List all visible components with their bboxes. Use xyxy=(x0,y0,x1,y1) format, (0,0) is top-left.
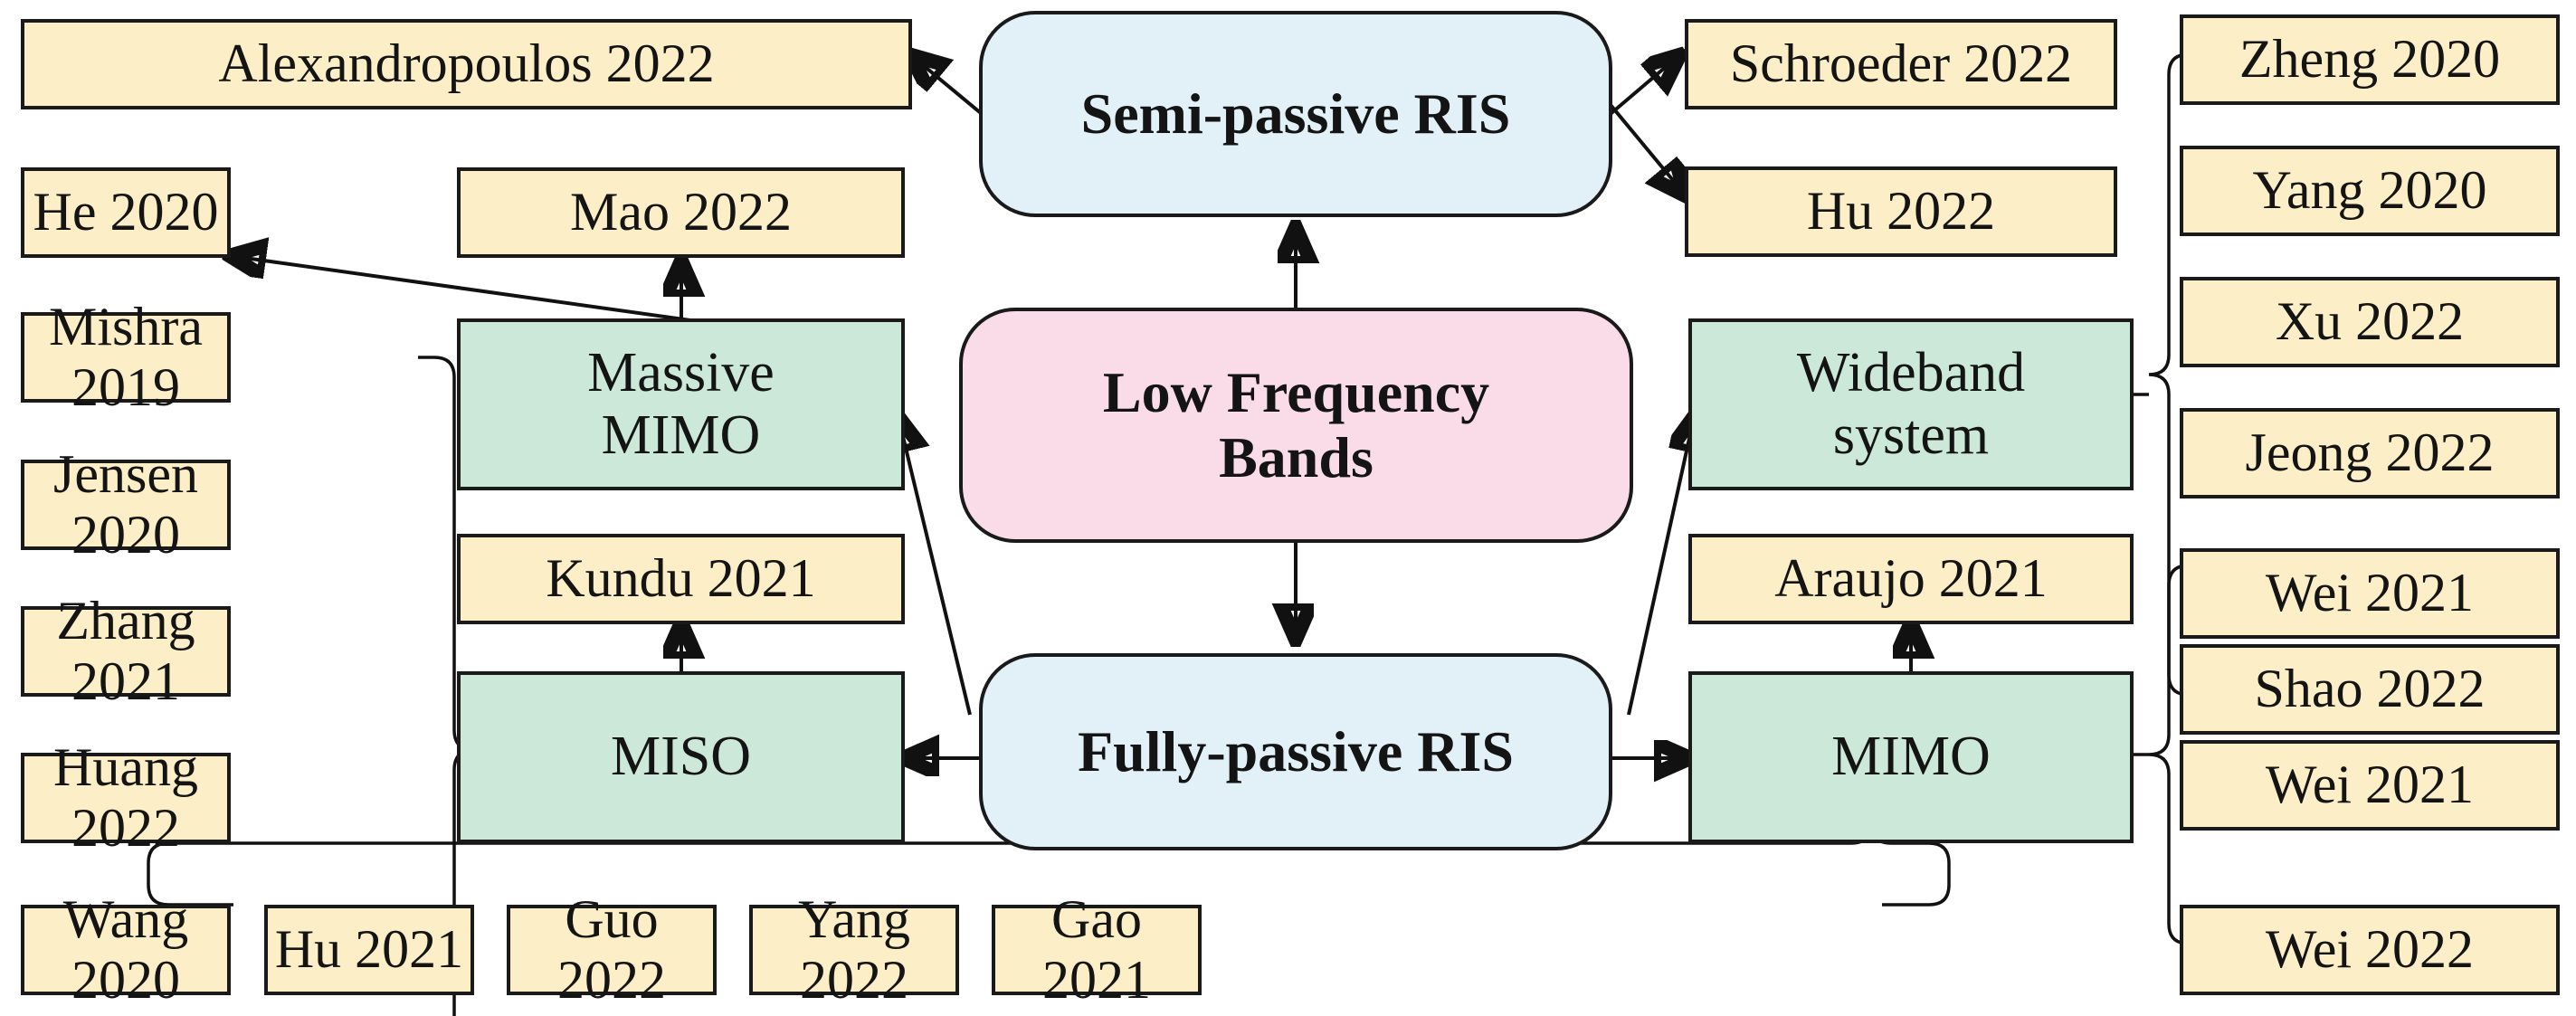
ref-label: Zhang 2021 xyxy=(56,590,195,711)
ref-wei-2021-a[interactable]: Wei 2021 xyxy=(2180,548,2560,639)
arrow-semipassive-to-schroeder xyxy=(1604,56,1678,119)
ref-schroeder-2022[interactable]: Schroeder 2022 xyxy=(1685,19,2117,109)
ref-zheng-2020[interactable]: Zheng 2020 xyxy=(2180,14,2560,105)
node-label: MIMO xyxy=(1831,726,1991,788)
ref-mao-2022[interactable]: Mao 2022 xyxy=(457,167,905,258)
ref-jeong-2022[interactable]: Jeong 2022 xyxy=(2180,408,2560,499)
node-massive-mimo[interactable]: Massive MIMO xyxy=(457,318,905,490)
node-wideband-system[interactable]: Wideband system xyxy=(1688,318,2134,490)
ref-label: Guo 2022 xyxy=(557,888,666,1010)
ref-gao-2021[interactable]: Gao 2021 xyxy=(992,889,1202,1010)
ref-label: Yang 2020 xyxy=(2252,160,2487,221)
ref-alexandropoulos-2022[interactable]: Alexandropoulos 2022 xyxy=(21,19,912,109)
ref-xu-2022[interactable]: Xu 2022 xyxy=(2180,277,2560,367)
ref-wei-2021-b[interactable]: Wei 2021 xyxy=(2180,740,2560,831)
ref-yang-2020[interactable]: Yang 2020 xyxy=(2180,146,2560,236)
ref-wang-2020[interactable]: Wang 2020 xyxy=(21,889,231,1010)
ref-label: Alexandropoulos 2022 xyxy=(218,33,715,94)
ref-he-2020[interactable]: He 2020 xyxy=(21,167,231,258)
ref-label: Wei 2022 xyxy=(2265,919,2475,980)
ref-label: Jeong 2022 xyxy=(2245,423,2495,483)
ref-label: Wang 2020 xyxy=(62,888,189,1010)
node-mimo[interactable]: MIMO xyxy=(1688,671,2134,843)
node-label-line1: Wideband xyxy=(1796,341,2026,404)
ref-huang-2022[interactable]: Huang 2022 xyxy=(21,737,231,858)
ref-label: Xu 2022 xyxy=(2275,291,2465,352)
ref-label: Hu 2022 xyxy=(1806,181,1996,242)
ref-hu-2022[interactable]: Hu 2022 xyxy=(1685,166,2117,257)
ref-kundu-2021[interactable]: Kundu 2021 xyxy=(457,534,905,624)
ref-yang-2022[interactable]: Yang 2022 xyxy=(749,889,959,1010)
ref-label: Shao 2022 xyxy=(2254,659,2486,719)
ref-shao-2022[interactable]: Shao 2022 xyxy=(2180,644,2560,735)
ref-label: Gao 2021 xyxy=(1042,888,1151,1010)
ref-label: Kundu 2021 xyxy=(546,548,816,609)
node-label-line1: Massive xyxy=(587,341,775,404)
node-label-line2: MIMO xyxy=(601,404,761,466)
node-fully-passive-ris[interactable]: Fully-passive RIS xyxy=(979,653,1612,850)
ref-label: Schroeder 2022 xyxy=(1729,33,2073,94)
ref-araujo-2021[interactable]: Araujo 2021 xyxy=(1688,534,2134,624)
arrow-fullypassive-to-wideband xyxy=(1627,418,1694,716)
ref-label: Hu 2021 xyxy=(274,919,464,980)
ref-label: Mao 2022 xyxy=(570,182,792,242)
ref-jensen-2020[interactable]: Jensen 2020 xyxy=(21,444,231,565)
arrow-massivemimo-to-he xyxy=(232,256,698,323)
ref-label: Mishra 2019 xyxy=(49,296,203,417)
ref-label: Huang 2022 xyxy=(53,736,198,858)
node-label-line2: system xyxy=(1832,404,1990,466)
ref-hu-2021[interactable]: Hu 2021 xyxy=(264,905,474,995)
node-label: MISO xyxy=(610,726,752,788)
ref-guo-2022[interactable]: Guo 2022 xyxy=(507,889,717,1010)
node-label-line1: Low Frequency xyxy=(1102,360,1490,425)
ref-label: Wei 2021 xyxy=(2265,755,2475,815)
ref-label: Wei 2021 xyxy=(2265,563,2475,623)
ref-label: Jensen 2020 xyxy=(53,443,198,565)
ref-zhang-2021[interactable]: Zhang 2021 xyxy=(21,591,231,711)
ref-label: He 2020 xyxy=(33,182,219,242)
arrow-semipassive-to-hu2022 xyxy=(1604,98,1685,195)
node-miso[interactable]: MISO xyxy=(457,671,905,843)
ref-wei-2022[interactable]: Wei 2022 xyxy=(2180,905,2560,995)
node-label: Fully-passive RIS xyxy=(1078,719,1514,784)
arrow-semipassive-to-alexandropoulos xyxy=(912,56,988,119)
node-label-line2: Bands xyxy=(1219,425,1374,489)
node-label: Semi-passive RIS xyxy=(1080,81,1511,147)
ref-mishra-2019[interactable]: Mishra 2019 xyxy=(21,297,231,417)
ref-label: Zheng 2020 xyxy=(2239,29,2501,90)
node-semi-passive-ris[interactable]: Semi-passive RIS xyxy=(979,11,1612,217)
ref-label: Yang 2022 xyxy=(798,888,910,1010)
node-low-frequency-bands[interactable]: Low Frequency Bands xyxy=(959,308,1633,543)
ref-label: Araujo 2021 xyxy=(1774,548,2048,609)
